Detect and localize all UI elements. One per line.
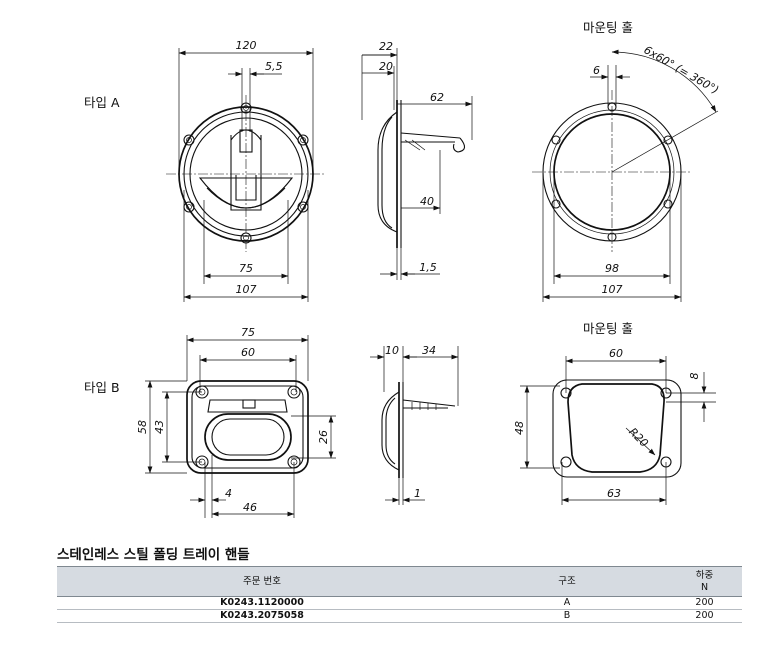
dim-b-side-2: 34: [422, 344, 436, 357]
load-cell: 200: [667, 596, 742, 610]
type-b-label: 타입 B: [84, 380, 120, 395]
technical-drawing: 타입 A 타입 B 마운팅 홀 마운팅 홀: [84, 20, 721, 518]
dim-a-slot: 5,5: [265, 60, 283, 73]
dim-b-offset: 4: [225, 487, 232, 500]
header-load-unit: N: [700, 581, 709, 593]
load-cell: 200: [667, 609, 742, 623]
order-number-cell: K0243.1120000: [57, 596, 467, 610]
dim-b-hole-height: 48: [513, 421, 526, 435]
type-b-side-view: 10 34 1: [370, 344, 459, 505]
construction-cell: B: [467, 609, 667, 623]
dim-a-side-3: 62: [430, 91, 444, 104]
dim-b-side-1: 10: [385, 344, 399, 357]
dim-b-inner-height: 43: [153, 420, 166, 434]
header-order-no: 주문 번호: [57, 566, 467, 597]
dim-b-inner-width: 60: [241, 346, 255, 359]
dim-a-side-2: 20: [379, 60, 393, 73]
dim-a-hole-angle: 6x60° (= 360°): [642, 43, 722, 96]
dim-a-side-5: 1,5: [419, 261, 437, 274]
table-row: K0243.2075058 B 200: [57, 609, 742, 623]
construction-cell: A: [467, 596, 667, 610]
dim-b-hole-pitch: 46: [243, 501, 257, 514]
dim-b-height: 58: [136, 420, 149, 434]
header-construction: 구조: [467, 566, 667, 597]
header-load-label: 하중: [695, 569, 714, 581]
dim-a-side-1: 22: [379, 40, 393, 53]
dim-b-hole-offset: 8: [688, 373, 701, 380]
order-number-cell: K0243.2075058: [57, 609, 467, 623]
type-a-front-view: 120 5,5 75 107: [166, 39, 326, 302]
dim-b-side-3: 1: [414, 487, 421, 500]
mounting-hole-b-label: 마운팅 홀: [583, 321, 633, 336]
table-title: 스테인레스 스틸 폴딩 트레이 핸들: [57, 547, 250, 563]
dim-a-hole-inner: 98: [605, 262, 619, 275]
dim-a-hole-spacing: 75: [239, 262, 253, 275]
dim-a-width: 120: [236, 39, 257, 52]
dim-a-overall: 107: [236, 283, 257, 296]
dim-b-hole-width: 60: [609, 347, 623, 360]
dim-b-width: 75: [241, 326, 255, 339]
dim-b-hole-radius: R20: [626, 425, 650, 449]
mounting-hole-a-label: 마운팅 홀: [583, 20, 633, 35]
dim-a-hole-pitch: 6: [593, 64, 600, 77]
dim-a-side-4: 40: [420, 195, 434, 208]
dim-b-hole-bottom: 63: [607, 487, 621, 500]
type-a-label: 타입 A: [84, 95, 120, 110]
type-a-side-view: 22 20 62 40 1,5: [361, 40, 473, 280]
table-row: K0243.1120000 A 200: [57, 596, 742, 610]
type-b-front-view: 75 60 58 43 26 4 46: [136, 326, 336, 518]
type-a-mounting-hole: 6 6x60° (= 360°) 98 107: [532, 43, 721, 302]
dim-a-hole-outer: 107: [602, 283, 623, 296]
type-b-mounting-hole: 60 8 48 R20 63: [513, 347, 716, 505]
dim-b-grip: 26: [317, 430, 330, 444]
